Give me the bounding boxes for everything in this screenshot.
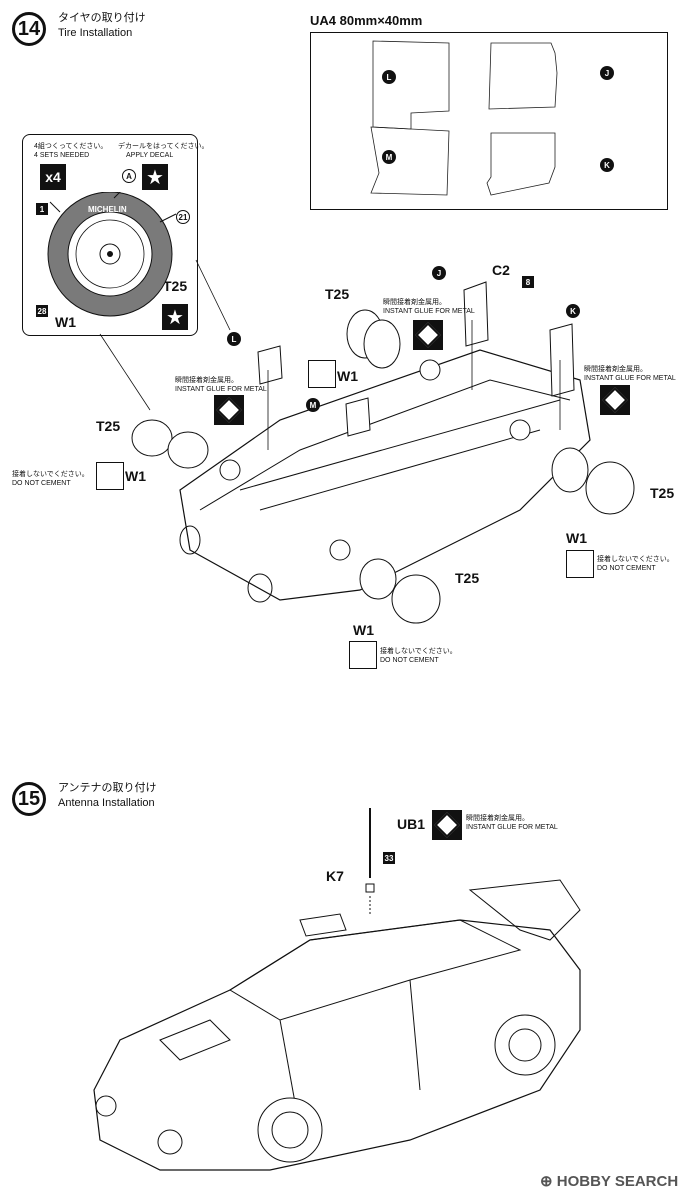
watermark: ⊕ HOBBY SEARCH: [540, 1172, 678, 1190]
decal-sheet-shapes: [370, 40, 558, 196]
chassis-label-l: L: [227, 332, 241, 346]
step-14-title-jp: タイヤの取り付け: [58, 12, 146, 24]
tire-brand-text: MICHELIN: [88, 205, 127, 214]
instant-glue-icon-c2: [413, 320, 443, 350]
no-cement-icon-rear-right: [566, 550, 594, 578]
antenna-drawing: [365, 808, 375, 916]
glue-note-l-en: INSTANT GLUE FOR METAL: [175, 386, 267, 393]
part-8-label: 8: [522, 276, 534, 288]
part-33-label: 33: [383, 852, 395, 864]
apply-decal-en: APPLY DECAL: [126, 152, 174, 159]
no-cement-note-fl-jp: 接着しないでください。: [12, 471, 89, 478]
part-21-label: 21: [176, 210, 190, 224]
decal-flags: [257, 281, 575, 450]
t25-label-rear-right: T25: [650, 485, 675, 501]
step-14-number: 14: [12, 12, 46, 46]
chassis-label-k: K: [566, 304, 580, 318]
tire-sets-en: 4 SETS NEEDED: [34, 152, 90, 159]
tire-front-right: [359, 558, 441, 624]
no-cement-note-rr-en: DO NOT CEMENT: [597, 565, 656, 572]
glue-note-antenna-en: INSTANT GLUE FOR METAL: [466, 824, 558, 831]
star-decal-icon-2: ★: [162, 304, 188, 330]
watermark-text: HOBBY SEARCH: [556, 1173, 679, 1190]
part-a-label: A: [122, 169, 136, 183]
w1-label-rear-right: W1: [566, 530, 587, 546]
watermark-logo-icon: ⊕: [540, 1173, 557, 1190]
step-15-title-jp: アンテナの取り付け: [58, 782, 157, 794]
t25-label-front-right: T25: [455, 570, 480, 586]
decal-sheet-code: UA4 80mm×40mm: [310, 13, 423, 28]
w1-label-rear-left: W1: [337, 368, 358, 384]
step-15-number: 15: [12, 782, 46, 816]
instant-glue-icon-k: [600, 385, 630, 415]
tire-rear-left: [346, 309, 401, 369]
instant-glue-icon-l: [214, 395, 244, 425]
part-1-label: 1: [36, 203, 48, 215]
t25-label-front-left: T25: [96, 418, 121, 434]
no-cement-note-fr-en: DO NOT CEMENT: [380, 657, 439, 664]
car-body-drawing: [93, 879, 581, 1171]
w1-label-front-left: W1: [125, 468, 146, 484]
no-cement-note-rr-jp: 接着しないでください。: [597, 556, 674, 563]
chassis-label-j: J: [432, 266, 446, 280]
tire-box-w1-label: W1: [55, 314, 76, 330]
no-cement-icon-rear-left: [308, 360, 336, 388]
tire-box-t25-label: T25: [163, 278, 188, 294]
glue-note-k-jp: 瞬間接着剤金属用。: [584, 366, 647, 373]
tire-wheel-drawing: [47, 192, 177, 317]
glue-note-l-jp: 瞬間接着剤金属用。: [175, 377, 238, 384]
no-cement-icon-front-left: [96, 462, 124, 490]
ub1-label: UB1: [397, 816, 426, 832]
decal-label-l: L: [382, 70, 396, 84]
w1-label-front-right: W1: [353, 622, 374, 638]
t25-label-rear-left: T25: [325, 286, 350, 302]
glue-note-antenna-jp: 瞬間接着剤金属用。: [466, 815, 529, 822]
decal-label-j: J: [600, 66, 614, 80]
tire-sets-jp: 4組つくってください。: [34, 143, 108, 150]
chassis-drawing: [179, 349, 591, 603]
chassis-label-m: M: [306, 398, 320, 412]
glue-note-c2-en: INSTANT GLUE FOR METAL: [383, 308, 475, 315]
decal-label-m: M: [382, 150, 396, 164]
callout-lines: [99, 259, 231, 411]
apply-decal-jp: デカールをはってください。: [118, 143, 209, 150]
instant-glue-icon-antenna: [432, 810, 462, 840]
c2-label: C2: [492, 262, 510, 278]
tire-front-left: [131, 419, 209, 469]
no-cement-note-fr-jp: 接着しないでください。: [380, 648, 457, 655]
tire-detail-box: [22, 134, 198, 336]
k7-label: K7: [326, 868, 344, 884]
part-28-label: 28: [36, 305, 48, 317]
step-14-title-en: Tire Installation: [58, 27, 133, 39]
no-cement-icon-front-right: [349, 641, 377, 669]
decal-sheet: [310, 32, 668, 210]
glue-note-c2-jp: 瞬間接着剤金属用。: [383, 299, 446, 306]
glue-note-k-en: INSTANT GLUE FOR METAL: [584, 375, 676, 382]
step-15-number-text: 15: [17, 787, 41, 810]
step-14-number-text: 14: [17, 17, 41, 40]
tire-rear-right: [551, 447, 635, 515]
star-decal-icon: ★: [142, 164, 168, 190]
no-cement-note-fl-en: DO NOT CEMENT: [12, 480, 71, 487]
step-15-title-en: Antenna Installation: [58, 797, 155, 809]
decal-label-k: K: [600, 158, 614, 172]
times-four-badge: x4: [40, 164, 66, 190]
